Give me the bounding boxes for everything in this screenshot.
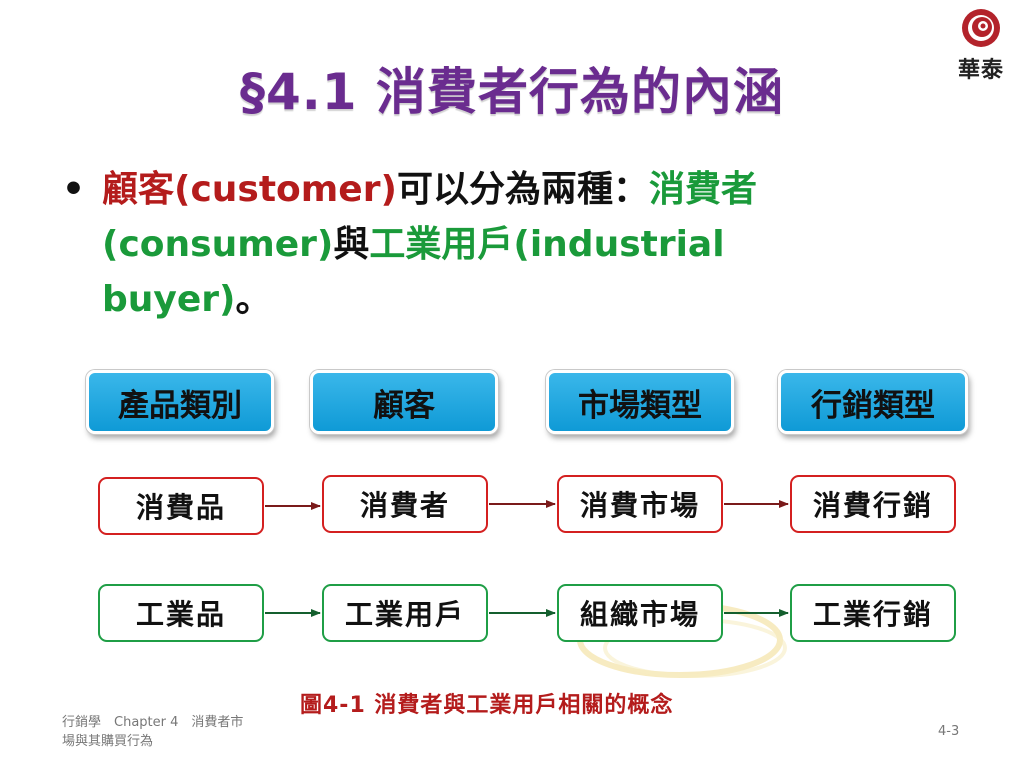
- bullet-connector: 可以分為兩種：: [396, 169, 649, 210]
- figure-caption: 圖4-1 消費者與工業用戶相關的概念: [300, 693, 674, 718]
- header-product-category: 產品類別: [86, 370, 274, 434]
- box-industrial-marketing: 工業行銷: [790, 584, 956, 642]
- footer-line-2: 場與其購買行為: [62, 734, 154, 749]
- bullet-symbol: •: [62, 169, 86, 210]
- page-number: 4-3: [938, 724, 960, 739]
- box-consumer-market: 消費市場: [557, 475, 723, 533]
- box-industrial-buyer: 工業用戶: [322, 584, 488, 642]
- bullet-end: 。: [235, 279, 272, 320]
- term-consumer: 消費者(consumer): [102, 169, 757, 265]
- term-customer: 顧客(customer): [102, 169, 397, 210]
- header-marketing-type: 行銷類型: [778, 370, 968, 434]
- logo-text: 華泰: [957, 57, 1004, 83]
- box-consumer: 消費者: [322, 475, 488, 533]
- footer-line-1: 行銷學 Chapter 4 消費者市: [62, 715, 244, 730]
- bullet-and: 與: [333, 224, 370, 265]
- bullet-text: 顧客(customer)可以分為兩種：消費者(consumer)與工業用戶(in…: [102, 162, 872, 327]
- box-consumer-goods: 消費品: [98, 477, 264, 535]
- footer-text: 行銷學 Chapter 4 消費者市 場與其購買行為: [62, 713, 302, 751]
- brand-logo: 華泰: [944, 8, 1018, 88]
- slide-title: §4.1 消費者行為的內涵: [240, 63, 784, 121]
- logo-spiral-icon: [962, 9, 1000, 47]
- term-industrial-buyer: 工業用戶(industrial buyer): [102, 224, 725, 320]
- header-customer: 顧客: [310, 370, 498, 434]
- box-industrial-goods: 工業品: [98, 584, 264, 642]
- header-market-type: 市場類型: [546, 370, 734, 434]
- box-consumer-marketing: 消費行銷: [790, 475, 956, 533]
- box-organizational-market: 組織市場: [557, 584, 723, 642]
- bullet-point: • 顧客(customer)可以分為兩種：消費者(consumer)與工業用戶(…: [62, 162, 872, 327]
